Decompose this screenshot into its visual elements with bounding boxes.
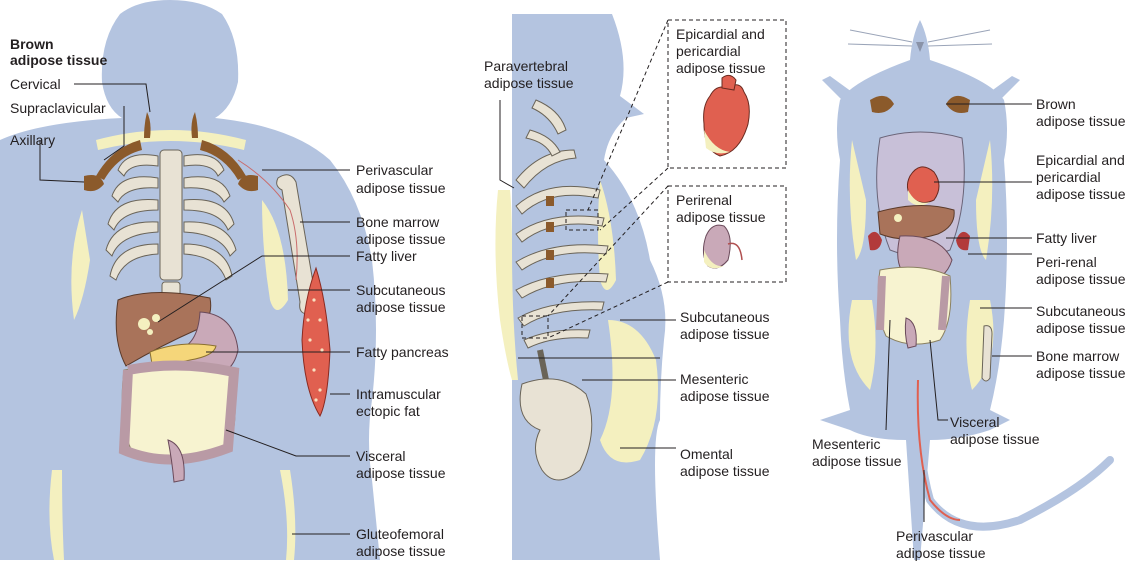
label-mesenteric-1: Mesenteric — [680, 371, 748, 388]
brown-adipose-heading-line2: adipose tissue — [10, 52, 107, 69]
label-intramuscular-1: Intramuscular — [356, 386, 441, 403]
label-paravertebral-1: Paravertebral — [484, 58, 568, 75]
label-side-subcutaneous-2: adipose tissue — [680, 326, 770, 343]
label-paravertebral-2: adipose tissue — [484, 75, 574, 92]
label-mouse-subcutaneous-1: Subcutaneous — [1036, 303, 1126, 320]
label-gluteofemoral-2: adipose tissue — [356, 543, 446, 560]
label-bone-marrow-1: Bone marrow — [356, 214, 439, 231]
label-visceral-1: Visceral — [356, 448, 406, 465]
liver-fat-droplet — [152, 314, 160, 322]
label-side-subcutaneous-1: Subcutaneous — [680, 309, 770, 326]
label-epicardial-inset-1: Epicardial and — [676, 26, 765, 43]
label-mouse-visceral-2: adipose tissue — [950, 431, 1040, 448]
label-subcutaneous-1: Subcutaneous — [356, 282, 446, 299]
label-mouse-perivascular-1: Perivascular — [896, 528, 973, 545]
liver-fat-droplet — [138, 318, 150, 330]
label-epicardial-inset-2: pericardial — [676, 43, 741, 60]
heart-vessels — [722, 75, 736, 90]
label-omental-1: Omental — [680, 446, 733, 463]
label-gluteofemoral-1: Gluteofemoral — [356, 526, 444, 543]
label-mouse-brown-2: adipose tissue — [1036, 113, 1126, 130]
label-intramuscular-2: ectopic fat — [356, 403, 420, 420]
label-visceral-2: adipose tissue — [356, 465, 446, 482]
label-mouse-mesenteric-2: adipose tissue — [812, 453, 902, 470]
label-mouse-epicardial-1: Epicardial and — [1036, 152, 1125, 169]
label-mouse-perirenal-1: Peri-renal — [1036, 254, 1097, 271]
label-perirenal-inset-2: adipose tissue — [676, 209, 766, 226]
mouse-liver-fat — [894, 214, 902, 222]
label-mesenteric-2: adipose tissue — [680, 388, 770, 405]
brown-adipose-heading-line1: Brown — [10, 36, 54, 53]
label-mouse-fatty-liver: Fatty liver — [1036, 230, 1097, 247]
label-axillary: Axillary — [10, 132, 55, 149]
label-epicardial-inset-3: adipose tissue — [676, 60, 766, 77]
mouse-femur — [982, 326, 992, 381]
label-perivascular-2: adipose tissue — [356, 180, 446, 197]
label-fatty-pancreas: Fatty pancreas — [356, 344, 449, 361]
label-mouse-epicardial-2: pericardial — [1036, 169, 1101, 186]
label-mouse-bone-marrow-1: Bone marrow — [1036, 348, 1119, 365]
label-perivascular-1: Perivascular — [356, 162, 433, 179]
label-mouse-brown-1: Brown — [1036, 96, 1076, 113]
label-cervical: Cervical — [10, 76, 61, 93]
label-mouse-subcutaneous-2: adipose tissue — [1036, 320, 1126, 337]
label-omental-2: adipose tissue — [680, 463, 770, 480]
label-mouse-mesenteric-1: Mesenteric — [812, 436, 880, 453]
liver-fat-droplet — [147, 329, 153, 335]
label-mouse-bone-marrow-2: adipose tissue — [1036, 365, 1126, 382]
label-mouse-visceral-1: Visceral — [950, 414, 1000, 431]
label-supraclavicular: Supraclavicular — [10, 100, 106, 117]
label-fatty-liver: Fatty liver — [356, 248, 417, 265]
label-mouse-epicardial-3: adipose tissue — [1036, 186, 1126, 203]
label-bone-marrow-2: adipose tissue — [356, 231, 446, 248]
label-perirenal-inset-1: Perirenal — [676, 192, 732, 209]
human-side-figure — [495, 14, 665, 560]
label-mouse-perirenal-2: adipose tissue — [1036, 271, 1126, 288]
label-mouse-perivascular-2: adipose tissue — [896, 545, 986, 562]
label-subcutaneous-2: adipose tissue — [356, 299, 446, 316]
